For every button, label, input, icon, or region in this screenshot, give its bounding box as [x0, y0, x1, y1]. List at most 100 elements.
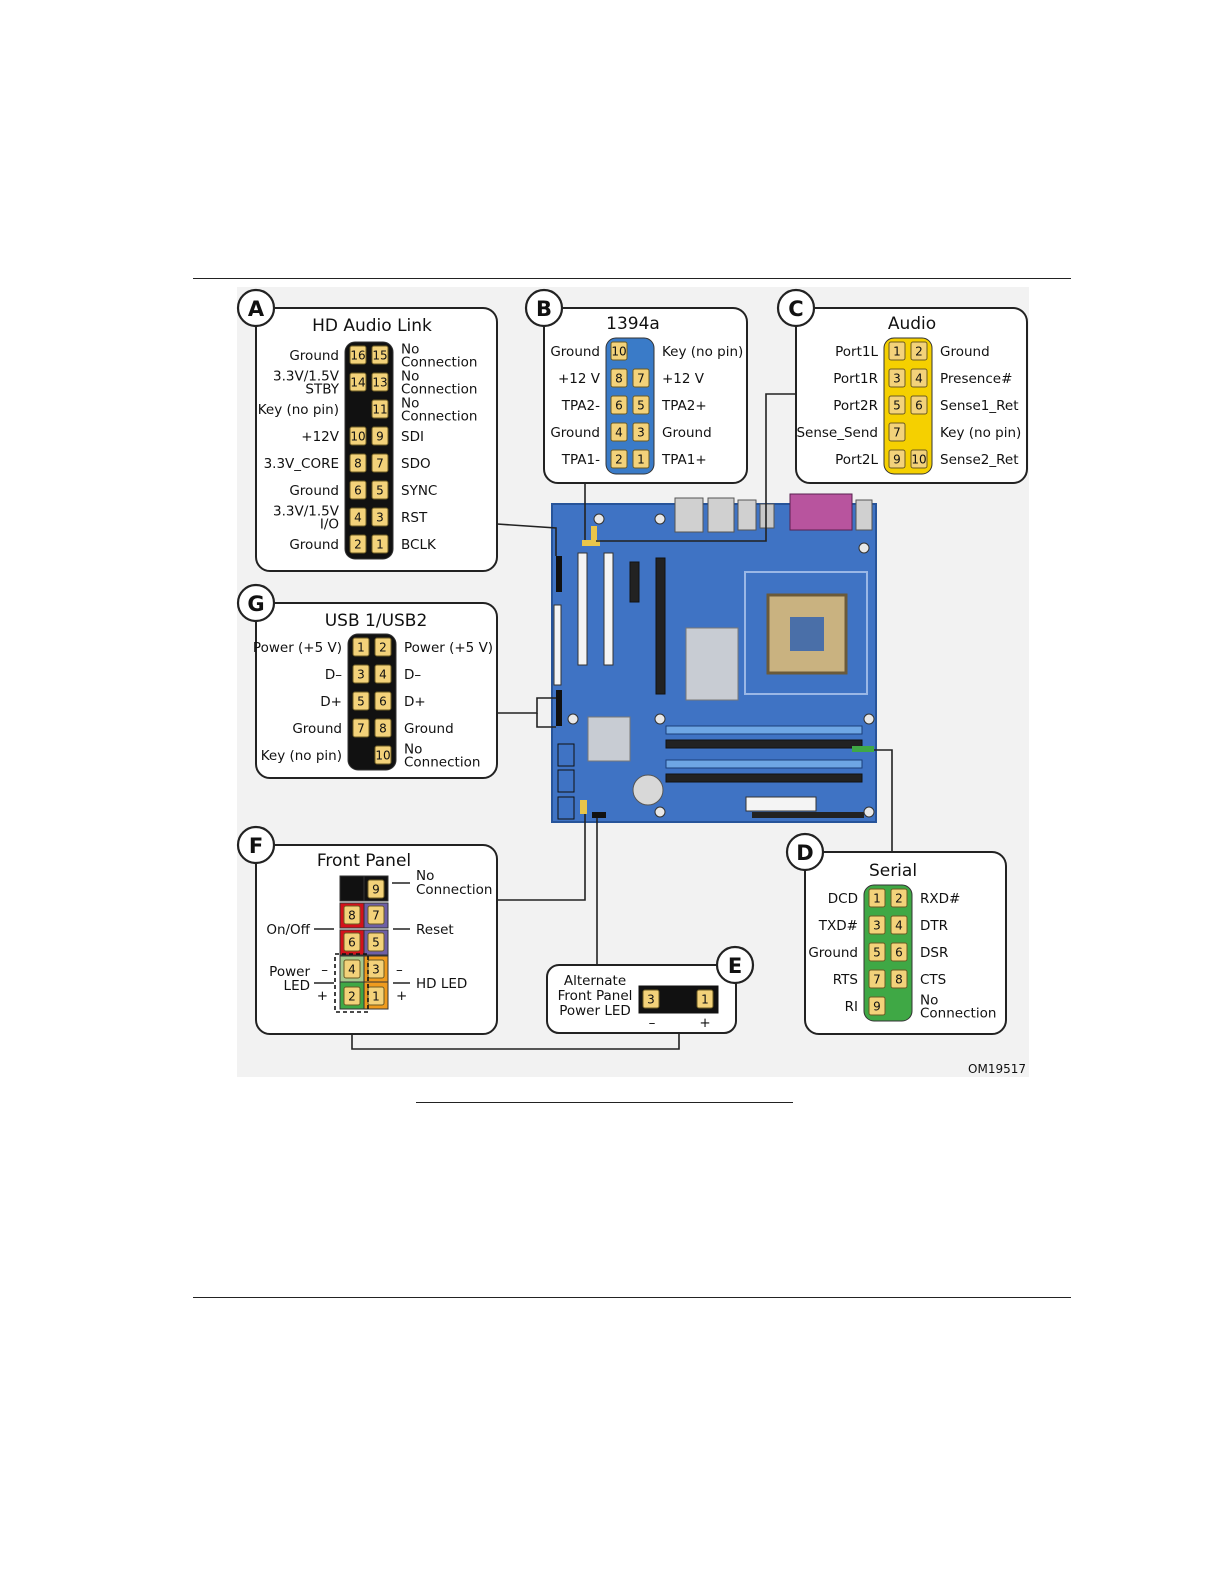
pin-11 [371, 399, 389, 419]
pin-13 [371, 372, 389, 392]
mount-hole-5 [654, 713, 666, 725]
pin-signal-right: SDO [401, 456, 431, 472]
pin-signal-right: Connection [401, 382, 477, 398]
pin-3 [868, 915, 886, 935]
pin-10 [349, 426, 367, 446]
pin-number: 4 [895, 919, 903, 933]
pin-2 [349, 534, 367, 554]
pin-5 [632, 395, 650, 415]
top-rule [193, 278, 1071, 279]
pin-8 [343, 905, 361, 925]
pin-9 [888, 449, 906, 469]
pin-number: 1 [372, 990, 380, 1004]
pin-signal-left: I/O [320, 517, 339, 533]
pin-signal-left: D+ [320, 694, 342, 710]
pin-signal-left: Ground [289, 348, 339, 364]
pin-10 [374, 745, 392, 765]
pin-number: 5 [637, 399, 645, 413]
pin-5 [888, 395, 906, 415]
pin-number: 6 [915, 399, 923, 413]
label-plus-right: + [396, 988, 407, 1004]
badge-letter: D [796, 841, 813, 865]
dimm-slot-4 [665, 773, 863, 783]
connector-c-title: Audio [888, 314, 936, 334]
badge-d [785, 832, 825, 872]
mount-hole-8 [863, 806, 875, 818]
pin-2 [343, 986, 361, 1006]
header-b-on-board [591, 526, 597, 546]
io-port-usb-lan [707, 497, 735, 533]
pin-signal-left: Key (no pin) [261, 748, 342, 764]
pin-signal-right: No [404, 742, 422, 758]
pin-signal-right: Sense2_Ret [940, 452, 1018, 468]
pin-signal-left: Power (+5 V) [253, 640, 342, 656]
pin-number: 9 [873, 1000, 881, 1014]
motherboard [551, 493, 877, 823]
pin-number: 2 [354, 538, 362, 552]
connector-e-title: Front Panel [558, 988, 633, 1004]
pin-signal-right: SDI [401, 429, 424, 445]
pin-signal-right: +12 V [662, 371, 705, 387]
pin-number: 5 [873, 946, 881, 960]
pin-4 [890, 915, 908, 935]
pin-signal-left: DCD [828, 891, 858, 907]
connector-a-title: HD Audio Link [312, 316, 432, 336]
bottom-rule [193, 1297, 1071, 1298]
pin-signal-right: Ground [662, 425, 712, 441]
sata-port-1 [557, 743, 575, 767]
pin-4 [910, 368, 928, 388]
pin-signal-left: Port1R [833, 371, 878, 387]
badge-f [236, 825, 276, 865]
pin-signal-right: Ground [404, 721, 454, 737]
southbridge-heatsink [587, 716, 631, 762]
pin-number: 4 [915, 372, 923, 386]
pin-number: 7 [637, 372, 645, 386]
pin-signal-right: Connection [401, 355, 477, 371]
pcie-x16-slot [655, 557, 666, 695]
pin-signal-right: D+ [404, 694, 426, 710]
connector-b-title: 1394a [606, 314, 660, 334]
pin-number: 8 [348, 909, 356, 923]
pin-number: 14 [350, 376, 365, 390]
pin-1 [352, 637, 370, 657]
pin-number: 10 [350, 430, 365, 444]
pin-number: 6 [354, 484, 362, 498]
io-port-audio [855, 499, 873, 531]
label-on-off: On/Off [266, 922, 310, 938]
connector-g-title: USB 1/USB2 [325, 611, 428, 631]
pin-number: 6 [895, 946, 903, 960]
pin-1 [888, 341, 906, 361]
pin-number: 7 [372, 909, 380, 923]
pin-3 [888, 368, 906, 388]
pin-signal-right: No [920, 993, 938, 1009]
label-power-led: Power [269, 964, 310, 980]
pin-number: 3 [357, 668, 365, 682]
pin-number: 1 [701, 993, 709, 1007]
pin-signal-right: SYNC [401, 483, 437, 499]
badge-letter: G [247, 592, 264, 616]
pin-number: 6 [379, 695, 387, 709]
pin-14 [349, 372, 367, 392]
pin-signal-left: +12V [301, 429, 339, 445]
pin-5 [371, 480, 389, 500]
pin-signal-right: No [401, 342, 419, 358]
pin-number: 1 [637, 453, 645, 467]
label-power-led: LED [284, 978, 310, 994]
pin-signal-left: RTS [833, 972, 858, 988]
pin-number: 7 [893, 426, 901, 440]
pin-number: 9 [376, 430, 384, 444]
pin-1 [367, 986, 385, 1006]
pin-signal-left: Ground [550, 344, 600, 360]
pci-slot-1 [577, 552, 588, 666]
leader-f [497, 814, 586, 901]
dimm-slot-2 [665, 739, 863, 749]
pin-number: 4 [615, 426, 623, 440]
connector-e-title: Alternate [564, 973, 626, 989]
pin-15 [371, 345, 389, 365]
pin-signal-left: TPA1- [561, 452, 600, 468]
leader-g2 [536, 713, 556, 728]
pin-1 [696, 989, 714, 1009]
pin-8 [610, 368, 628, 388]
